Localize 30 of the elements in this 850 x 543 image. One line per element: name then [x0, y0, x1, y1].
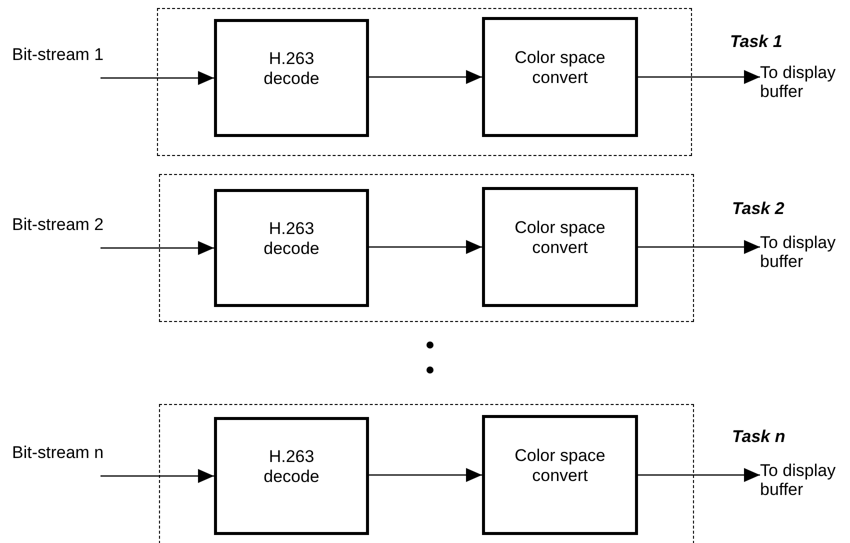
process-label: Color space convert [514, 446, 606, 486]
process-box [482, 187, 638, 307]
input-label: Bit-stream 1 [12, 46, 130, 78]
arrow [638, 70, 760, 84]
process-box [482, 415, 638, 535]
input-label: Bit-stream 2 [12, 216, 130, 248]
input-label: Bit-stream n [12, 444, 130, 476]
process-label: Color space convert [514, 48, 606, 88]
process-label: H.263 decode [262, 49, 320, 89]
arrow [638, 240, 760, 254]
task-label: Task n [732, 427, 786, 447]
arrow [369, 70, 482, 84]
arrow [369, 240, 482, 254]
process-label: H.263 decode [262, 447, 320, 487]
arrow [100, 469, 214, 483]
arrow [100, 241, 214, 255]
process-label: Color space convert [514, 218, 606, 258]
task-label: Task 2 [732, 199, 784, 219]
arrow [100, 71, 214, 85]
process-box [214, 417, 369, 535]
process-box [214, 189, 369, 307]
process-box [214, 19, 369, 137]
task-label: Task 1 [730, 32, 782, 52]
output-label: To display buffer [760, 234, 850, 276]
process-box [482, 17, 638, 137]
process-label: H.263 decode [262, 219, 320, 259]
arrow [369, 468, 482, 482]
arrow [638, 468, 760, 482]
output-label: To display buffer [760, 462, 850, 504]
output-label: To display buffer [760, 64, 850, 106]
